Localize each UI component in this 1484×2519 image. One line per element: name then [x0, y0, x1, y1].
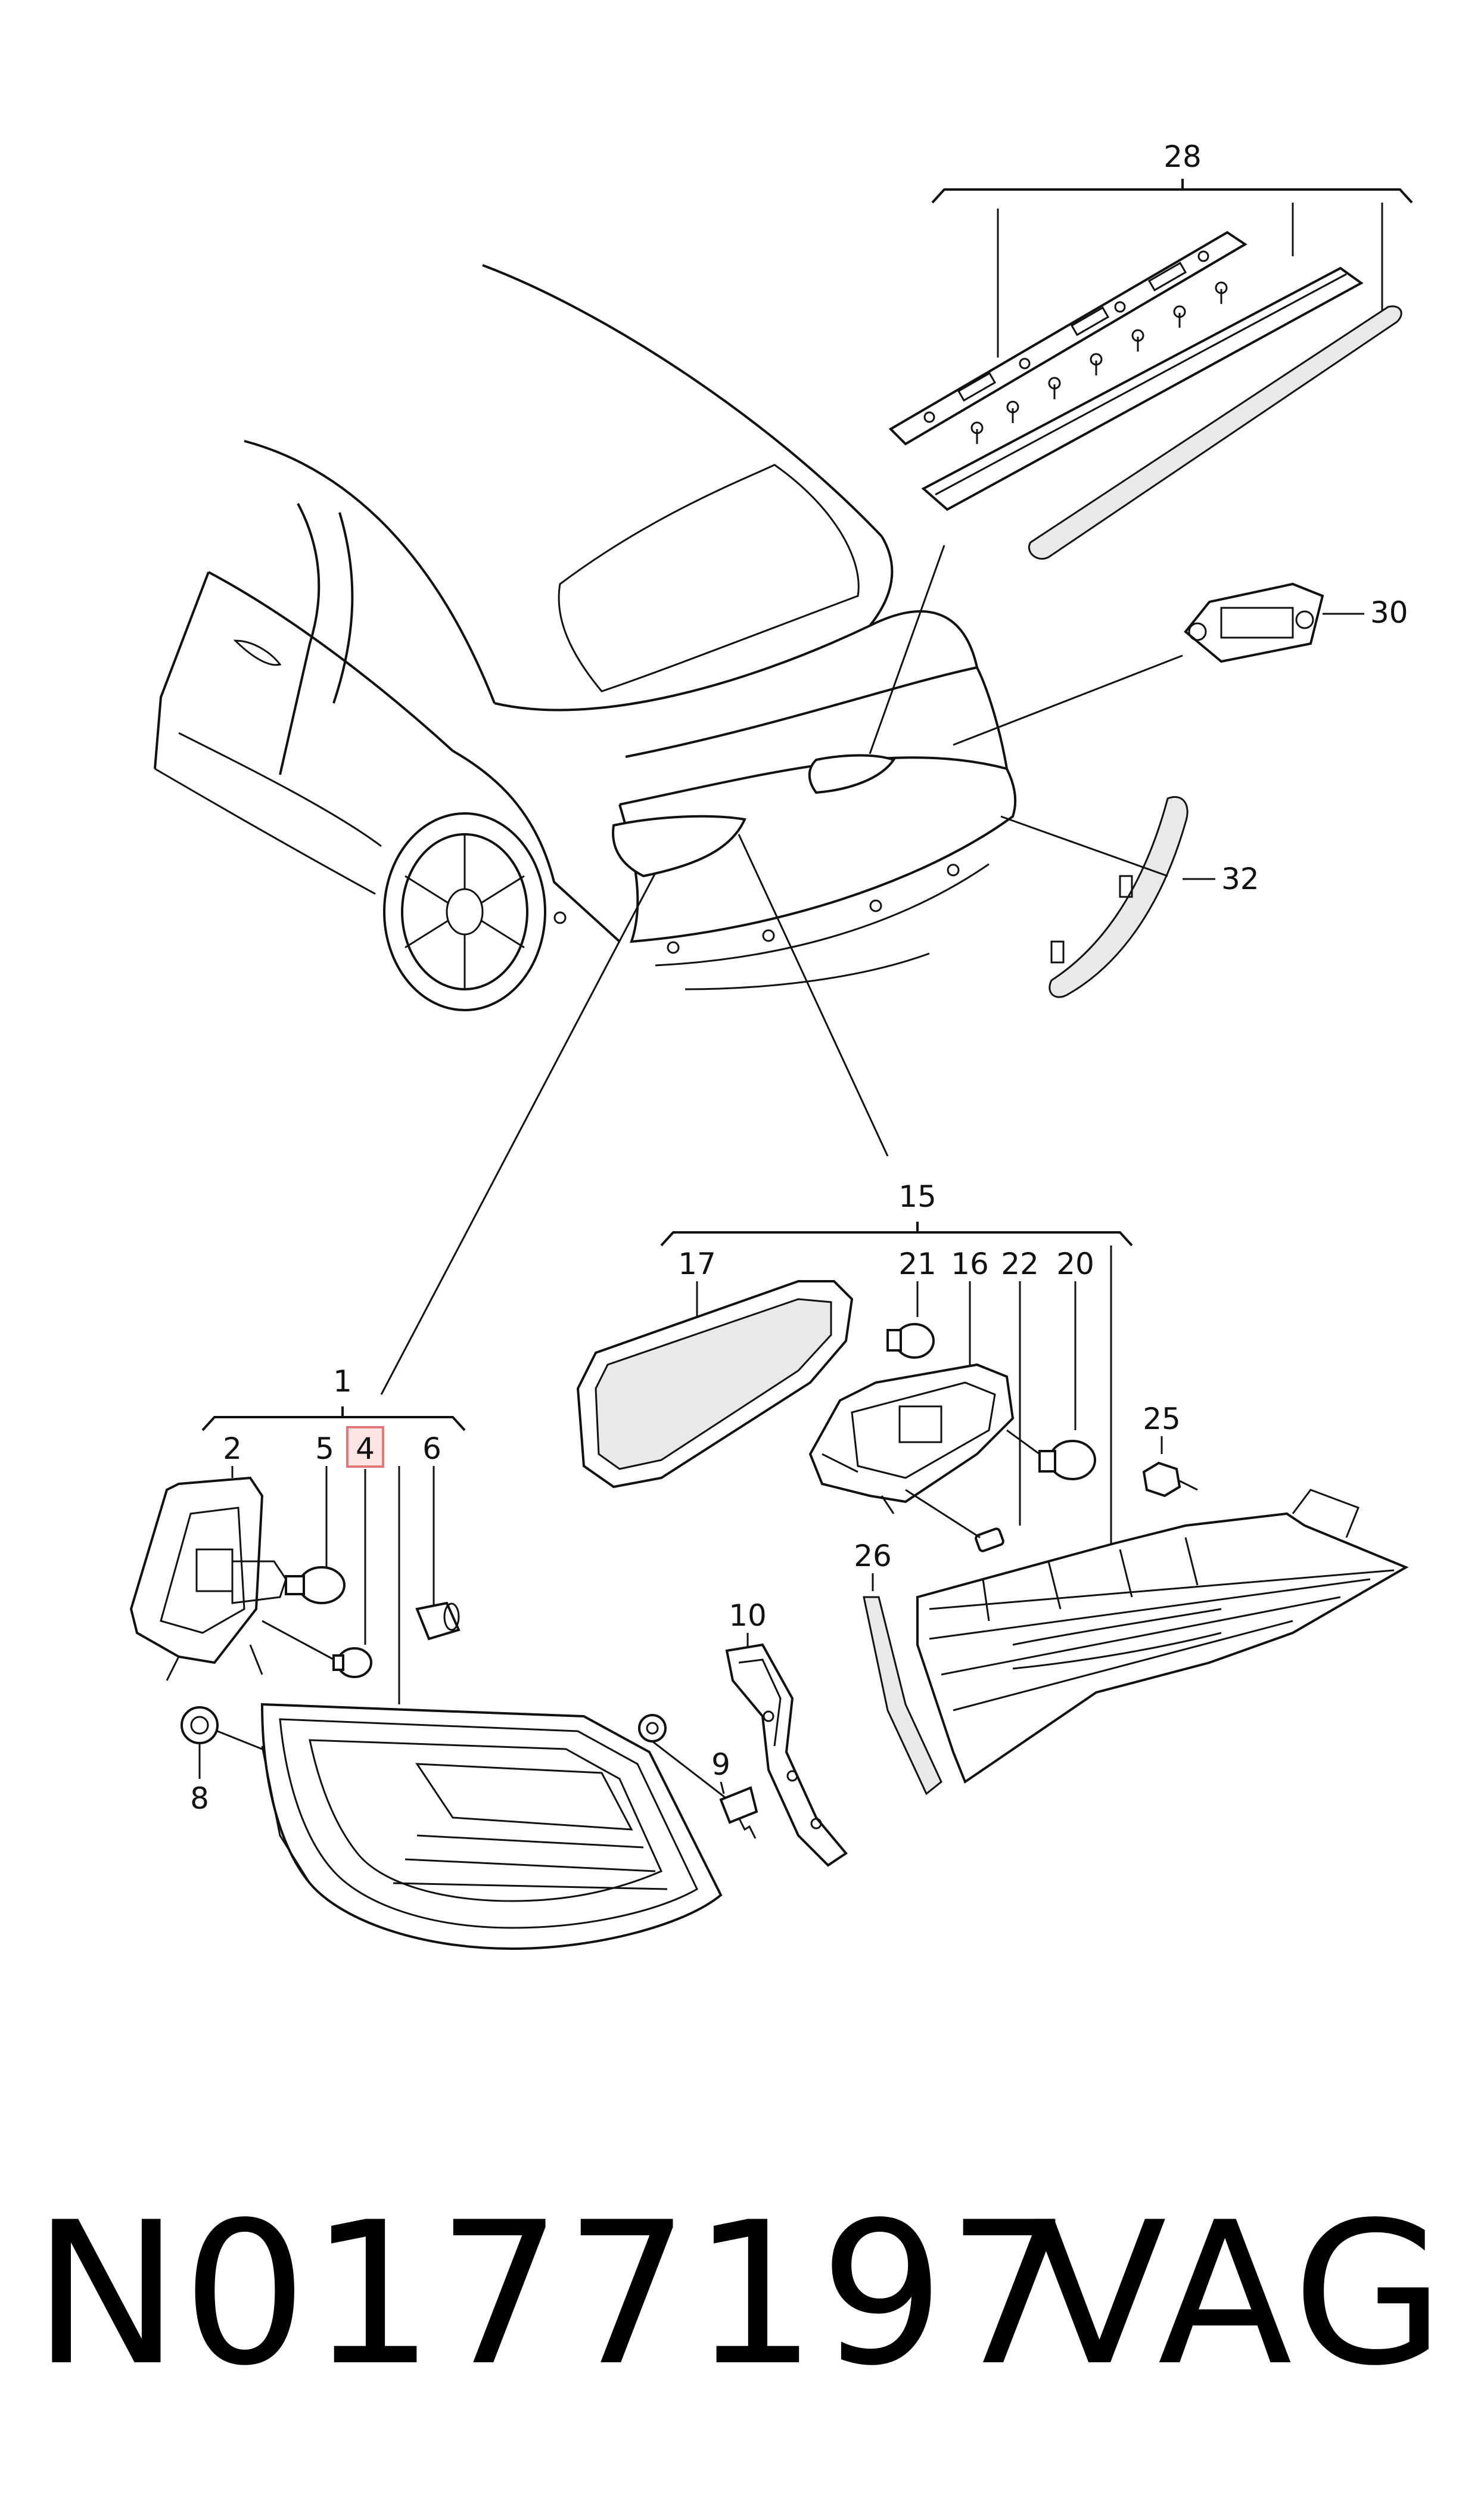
callout-10: 10 — [729, 1598, 767, 1633]
car-body-outline — [154, 264, 1017, 1011]
callout-21: 21 — [898, 1247, 937, 1281]
leader-line-1 — [380, 872, 657, 1395]
callout-17: 17 — [678, 1247, 716, 1281]
part-28-trim-strip-group: 28 — [888, 139, 1413, 560]
callout-4: 4 — [356, 1431, 375, 1466]
part-30-license-plate-lamp: 30 — [953, 582, 1408, 746]
callout-4-highlight — [346, 1426, 384, 1468]
callout-8: 8 — [190, 1781, 209, 1816]
leader-line-15 — [738, 834, 889, 1157]
callout-16: 16 — [951, 1247, 989, 1281]
part-32-reflector: 32 — [1000, 796, 1259, 998]
brand-label: VAG — [1032, 2180, 1448, 2409]
callout-1: 1 — [333, 1364, 352, 1399]
footer-caption: N0177197 VAG — [0, 2127, 1484, 2461]
callout-25: 25 — [1143, 1402, 1181, 1436]
part-10-bracket: 10 — [725, 1598, 848, 1867]
callout-32: 32 — [1221, 862, 1259, 896]
part-1-outer-tail-light-group: 1 2 5 4 6 8 — [129, 1364, 758, 1950]
exploded-parts-diagram: 28 30 — [129, 139, 1413, 1950]
callout-15: 15 — [898, 1179, 937, 1214]
part-number-label: N0177197 — [33, 2180, 1075, 2409]
callout-6: 6 — [422, 1431, 441, 1466]
callout-26: 26 — [854, 1539, 892, 1573]
callout-20: 20 — [1056, 1247, 1094, 1281]
callout-5: 5 — [315, 1431, 334, 1466]
callout-2: 2 — [223, 1431, 242, 1466]
callout-9: 9 — [711, 1747, 730, 1782]
callout-30: 30 — [1370, 595, 1408, 630]
part-15-inner-tail-light-group: 15 17 21 16 22 20 25 26 — [576, 1179, 1409, 1796]
callout-28: 28 — [1163, 139, 1202, 174]
callout-22: 22 — [1001, 1247, 1039, 1281]
leader-line-28 — [869, 545, 945, 754]
